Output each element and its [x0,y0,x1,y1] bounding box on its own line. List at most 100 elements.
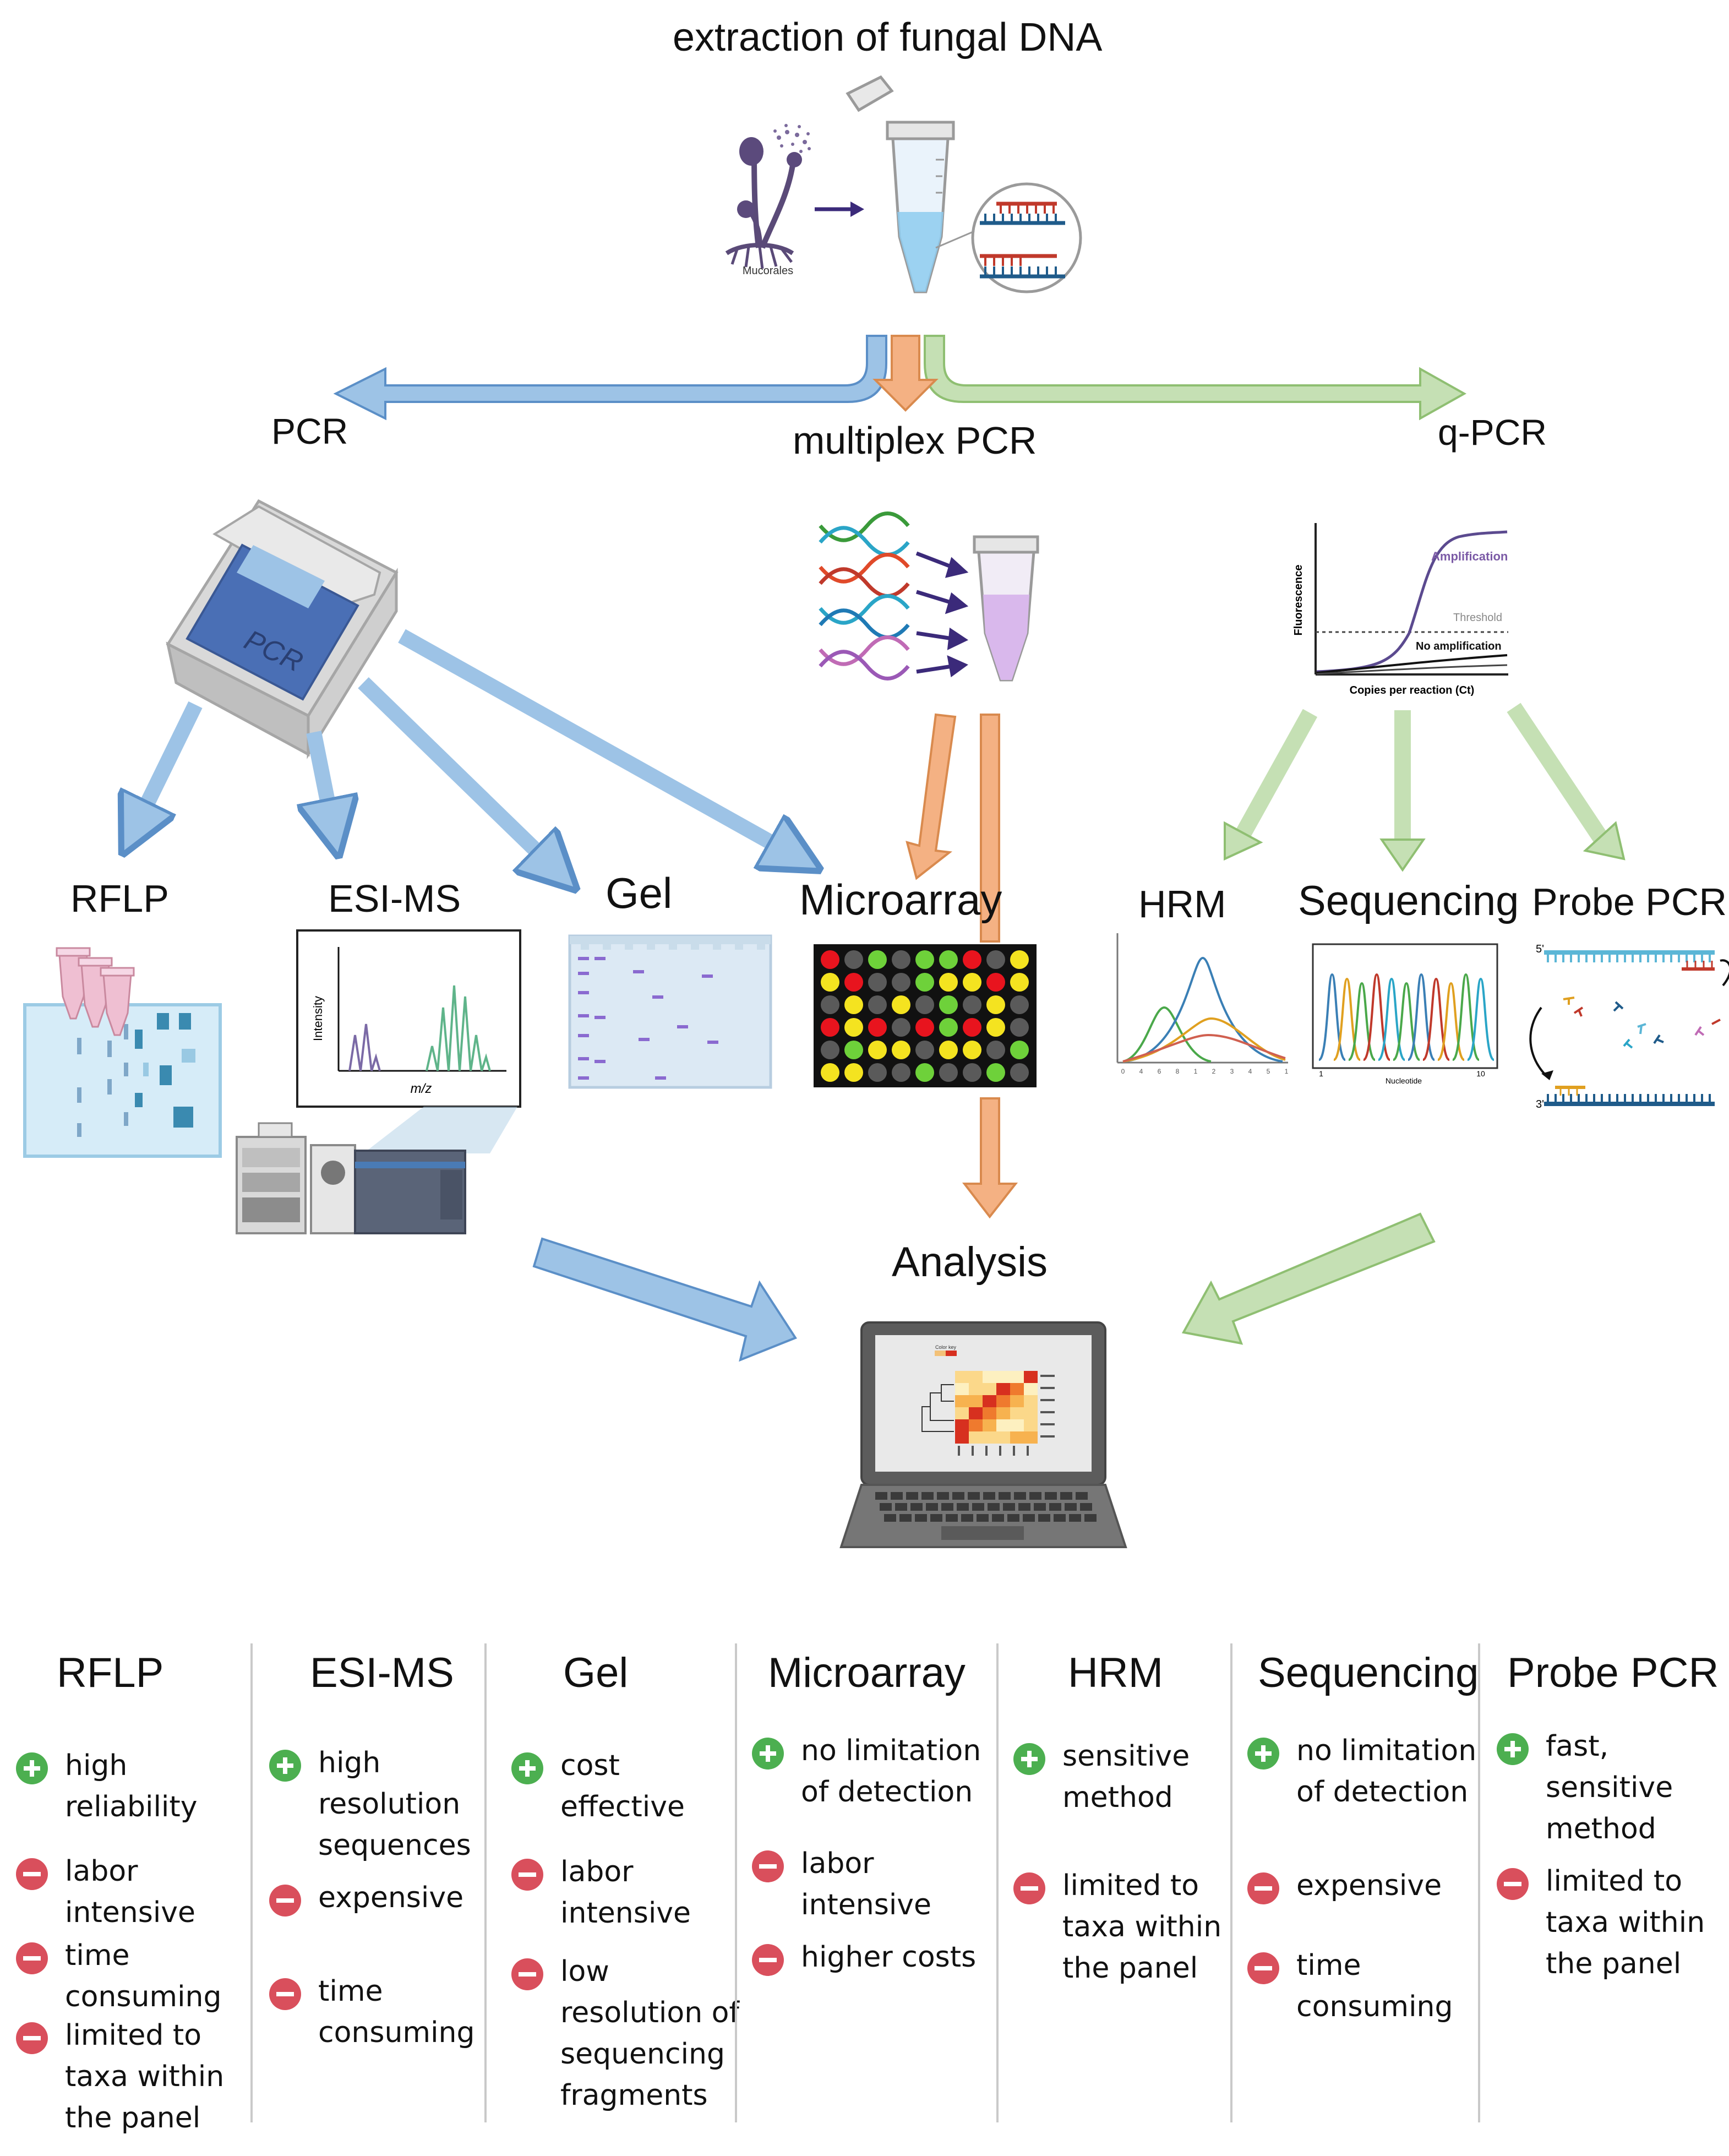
heatmap-cell [1024,1395,1038,1407]
item-text-line: taxa within [1546,1906,1705,1939]
method-label-esims: ESI-MS [328,877,461,920]
item-text-line: method [1062,1781,1173,1814]
esims-spectrum-chart: Intensity m/z [296,929,521,1108]
heatmap-cell [1010,1431,1024,1444]
microarray-spot [868,995,887,1014]
item-text-line: labor [560,1855,634,1888]
plus-icon [1247,1738,1279,1770]
arrow-left-to-analysis [532,1237,798,1362]
microarray-spot [868,973,887,992]
item-text-line: consuming [65,1980,222,2013]
item-text-line: intensive [65,1896,196,1929]
method-label-sequencing: Sequencing [1298,878,1519,924]
arrow-qpcr-to-probe-pcr [1507,703,1609,845]
item-text-line: labor [801,1847,874,1880]
microarray-spot [868,1063,887,1082]
branch-label-pcr: PCR [271,411,348,451]
item-text-line: resolution of [560,1996,739,2029]
item-text-line: reliability [65,1790,198,1823]
microarray-spot [844,973,863,992]
arrow-pcr-to-esims [314,731,333,829]
item-text-line: sensitive [1546,1771,1673,1804]
heatmap-cell [955,1371,969,1383]
microarray-spot [939,1018,958,1037]
hrm-tick-label: 2 [1212,1068,1216,1075]
qpcr-ylabel: Fluorescence [1292,565,1305,636]
heatmap-cell [996,1419,1010,1431]
hrm-tick-label: 3 [1230,1068,1234,1075]
microarray-spot [939,973,958,992]
item-text-line: expensive [1296,1869,1442,1902]
arrow-pcr-to-rflp [135,701,203,829]
minus-icon [1247,1872,1279,1904]
qpcr-amplification-label: Amplification [1431,549,1508,563]
item-text-line: limited to [1546,1865,1683,1898]
microarray-spot [1010,1041,1029,1059]
hrm-tick-label: 8 [1176,1068,1180,1075]
item-text-line: no limitation [1296,1734,1477,1767]
qpcr-amplification-chart: Fluorescence Copies per reaction (Ct) Am… [1292,523,1508,696]
microarray-spot [892,950,910,969]
heatmap-cell [996,1407,1010,1419]
gel-icon [568,934,772,1089]
esims-ylabel: Intensity [311,996,325,1041]
comparison-column-title: Microarray [768,1649,966,1696]
microarray-spot [939,995,958,1014]
plus-icon [752,1738,784,1770]
heatmap-cell [1010,1371,1024,1383]
microarray-spot [986,950,1005,969]
item-text-line: labor [65,1855,138,1888]
multiplex-tube-icon [973,535,1039,682]
hrm-tick-label: 1 [1194,1068,1198,1075]
heatmap-cell [983,1407,996,1419]
arrow-pcr-to-gel [358,677,556,870]
comparison-column-title: RFLP [57,1649,164,1696]
comparison-column-title: Sequencing [1258,1649,1479,1696]
microarray-spot [915,1041,934,1059]
item-text-line: the panel [1062,1952,1198,1985]
multiplex-arrows-icon [915,551,969,678]
zoom-line [935,230,975,249]
arrow-multiplex-to-microarray [906,713,957,880]
microarray-spot [892,973,910,992]
microarray-spot [892,995,910,1014]
microarray-spot [892,1041,910,1059]
microarray-spot [986,995,1005,1014]
item-text-line: time [1296,1949,1361,1982]
microarray-spot [915,1018,934,1037]
heatmap-cell [969,1431,983,1444]
heatmap-cell [1024,1419,1038,1431]
arrowhead-hrm [1224,821,1263,861]
analysis-label: Analysis [892,1239,1048,1286]
esims-instrument-icon [236,1122,466,1234]
arrow-multiplex-through-microarray [980,714,1000,943]
dna-extraction-tube-icon [846,75,955,293]
small-arrowhead-icon [850,202,864,217]
branch-label-qpcr: q-PCR [1438,412,1547,453]
minus-icon [511,1958,543,1990]
item-text-line: method [1546,1812,1656,1845]
microarray-spot [915,995,934,1014]
arrowhead-probe-pcr [1583,821,1626,861]
item-text-line: fragments [560,2079,708,2112]
microarray-spot [986,1018,1005,1037]
method-label-gel: Gel [606,869,673,917]
qpcr-xlabel: Copies per reaction (Ct) [1350,684,1475,696]
microarray-spot [986,1041,1005,1059]
heatmap-cell [1010,1419,1024,1431]
heatmap-cell [996,1371,1010,1383]
microarray-spot [986,1063,1005,1082]
microarray-spot [844,1041,863,1059]
sequencing-peak [1466,977,1495,1061]
microarray-spot [1010,1018,1029,1037]
dna-fragments-icon [980,202,1065,279]
microarray-spot [963,995,981,1014]
minus-icon [1247,1952,1279,1984]
microarray-spots [821,950,1029,1082]
probe-5prime-label: 5' [1536,943,1544,955]
